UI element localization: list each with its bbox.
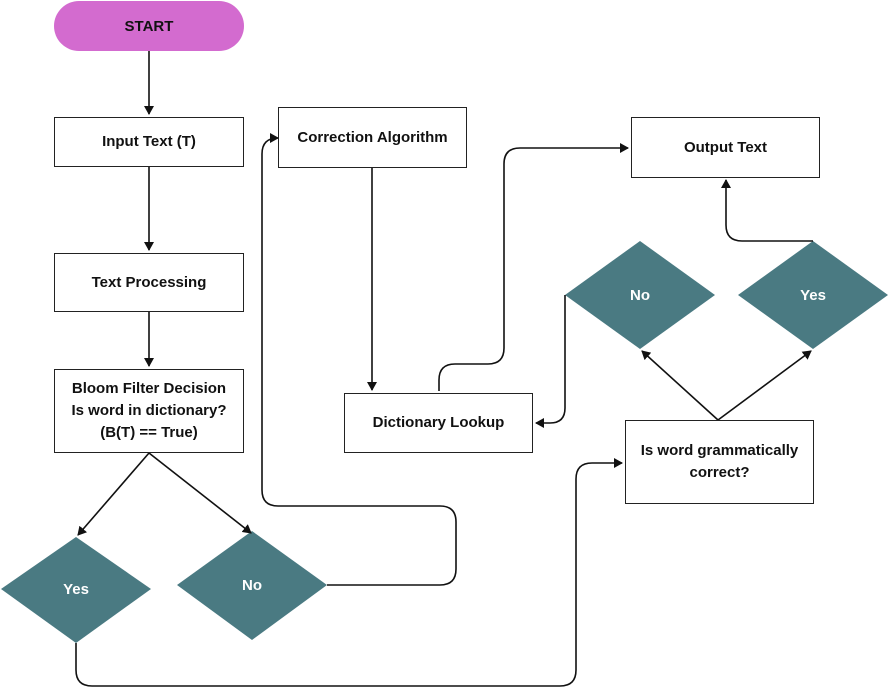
connector-dictionary-output bbox=[438, 143, 629, 391]
connector-bloom-no bbox=[148, 452, 252, 534]
connector-yes-grammar bbox=[75, 458, 623, 687]
correction-algorithm-label: Correction Algorithm bbox=[297, 128, 448, 146]
connector-bloom-yes bbox=[77, 452, 150, 536]
diamond-no-left bbox=[177, 531, 327, 640]
grammar-check-line-1: Is word grammatically bbox=[640, 442, 799, 459]
input-text-box: Input Text (T) bbox=[54, 117, 244, 167]
output-text-box: Output Text bbox=[631, 117, 820, 178]
input-text-label: Input Text (T) bbox=[102, 133, 196, 150]
bloom-filter-box: Bloom Filter Decision Is word in diction… bbox=[54, 369, 244, 453]
bloom-filter-line-2: Is word in dictionary? bbox=[71, 402, 227, 419]
text-processing-label: Text Processing bbox=[91, 273, 207, 291]
start-label: START bbox=[124, 17, 174, 35]
connector-grammar-yes bbox=[717, 350, 812, 421]
connector-no-correction bbox=[261, 133, 457, 586]
output-text-label: Output Text bbox=[683, 138, 768, 156]
connector-no-dictionary bbox=[535, 295, 566, 428]
diamond-yes-right-label: Yes bbox=[800, 287, 826, 304]
connector-yes-output bbox=[721, 179, 813, 242]
grammar-check-box: Is word grammatically correct? bbox=[625, 420, 814, 504]
dictionary-lookup-label: Dictionary Lookup bbox=[372, 414, 505, 431]
bloom-filter-line-3: (B(T) == True) bbox=[100, 424, 198, 441]
dictionary-lookup-box: Dictionary Lookup bbox=[344, 393, 533, 453]
correction-algorithm-box: Correction Algorithm bbox=[278, 107, 467, 168]
diamond-yes-left-label: Yes bbox=[63, 581, 89, 598]
diamond-no-right-label: No bbox=[630, 287, 650, 304]
text-processing-box: Text Processing bbox=[54, 253, 244, 312]
connector-grammar-no bbox=[641, 350, 719, 421]
diamond-yes-right bbox=[738, 241, 888, 349]
diamond-yes-left bbox=[1, 537, 151, 643]
grammar-check-line-2: correct? bbox=[689, 464, 750, 481]
bloom-filter-line-1: Bloom Filter Decision bbox=[71, 380, 227, 397]
diamond-no-right bbox=[565, 241, 715, 349]
diamond-no-left-label: No bbox=[242, 577, 262, 594]
start-terminal: START bbox=[54, 1, 244, 51]
